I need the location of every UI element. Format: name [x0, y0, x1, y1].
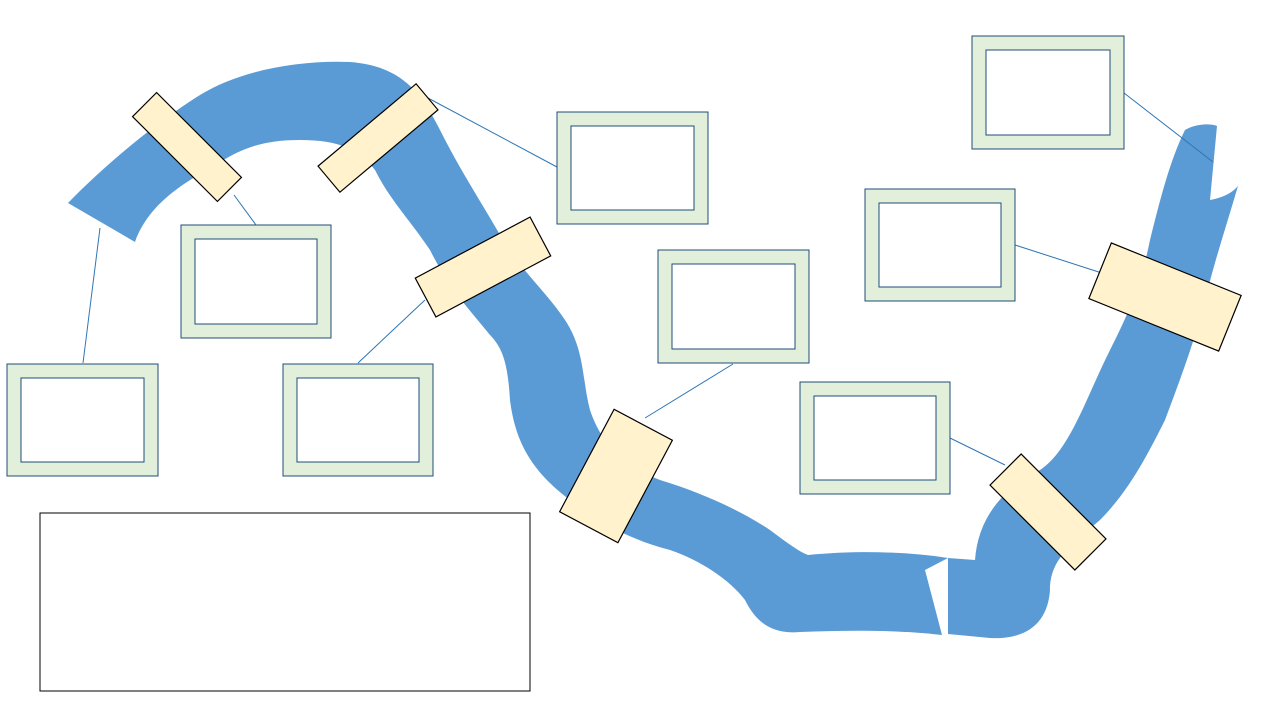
box-7: [864, 188, 1016, 302]
box-1: [180, 224, 332, 339]
box-6: [799, 381, 951, 495]
bridge-2: [317, 82, 439, 194]
bridge-6: [1088, 242, 1242, 352]
link-bridge3-box: [357, 299, 426, 364]
box-4: [556, 111, 709, 225]
link-bridge4-box: [644, 363, 734, 419]
link-bridge2-box: [427, 97, 558, 168]
notes-box: [39, 512, 531, 692]
link-box-bridge5: [949, 437, 1006, 466]
box-2: [6, 363, 159, 477]
link-bridge1-box: [233, 194, 257, 226]
box-5: [657, 249, 810, 364]
river-shape: [68, 61, 948, 635]
link-box-river: [1123, 92, 1214, 163]
link-box-bridge6: [1014, 244, 1109, 276]
bridge-1: [131, 91, 243, 203]
link-river-box: [82, 227, 101, 364]
bridge-5: [989, 453, 1107, 571]
box-8: [971, 35, 1125, 150]
bridge-4: [558, 408, 674, 544]
bridge-3: [414, 216, 552, 318]
box-3: [282, 363, 434, 477]
